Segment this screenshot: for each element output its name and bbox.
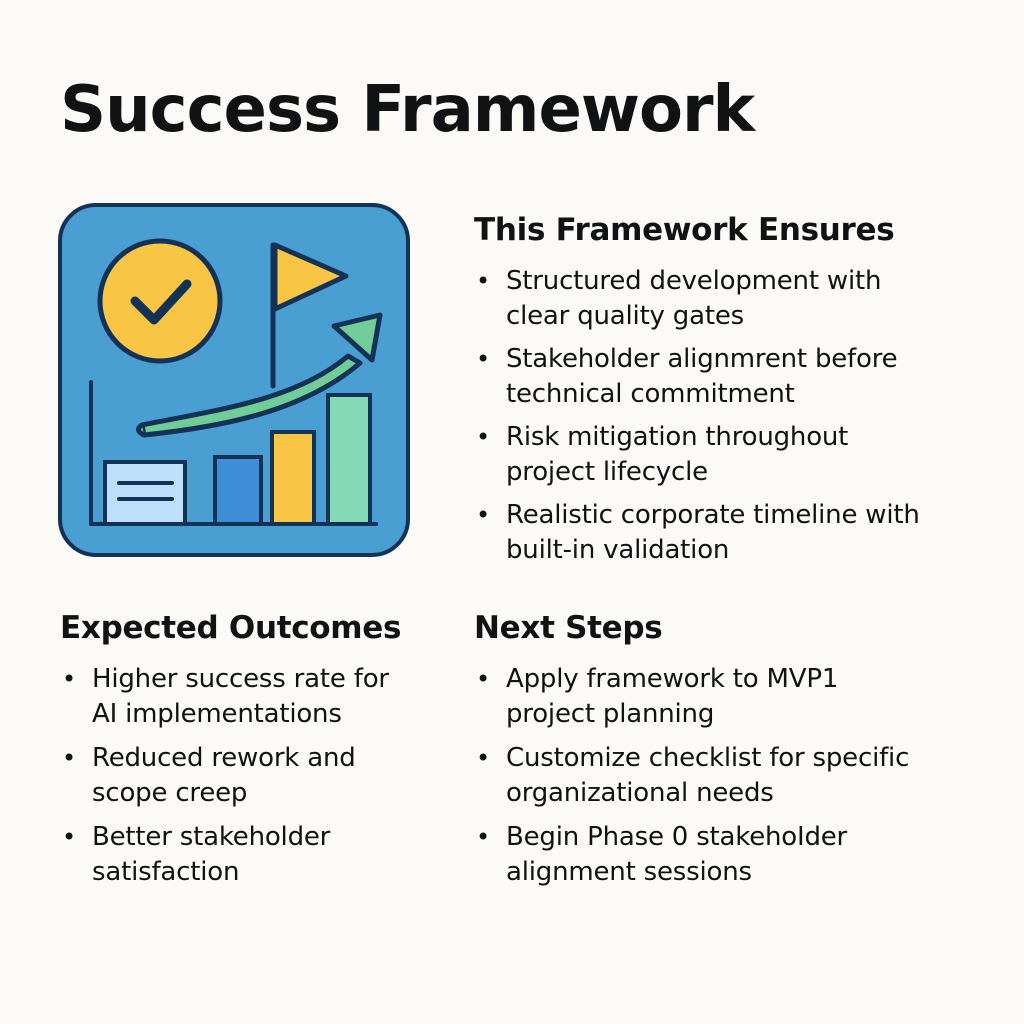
bullet-icon: • xyxy=(476,744,490,772)
bullet-icon: • xyxy=(476,267,490,295)
bullet-icon: • xyxy=(476,423,490,451)
list-item-text-line: project lifecycle xyxy=(506,457,708,487)
check-circle-icon xyxy=(97,238,223,364)
list-item-text-line: Apply framework to MVP1 xyxy=(506,664,839,694)
success-illustration xyxy=(58,203,410,557)
framework-ensures-heading: This Framework Ensures xyxy=(474,212,895,248)
bullet-icon: • xyxy=(476,665,490,693)
bar-chart-icon xyxy=(213,393,372,526)
trend-arrow-icon xyxy=(136,312,383,438)
bullet-icon: • xyxy=(476,501,490,529)
list-item: • Stakeholder alignmrent before technica… xyxy=(474,342,994,412)
list-item-text-line: AI implementations xyxy=(92,699,342,729)
bar-yellow xyxy=(270,430,316,526)
list-item: • Higher success rate for AI implementat… xyxy=(60,662,450,732)
list-item-text-line: Begin Phase 0 stakehoIder xyxy=(506,822,848,852)
expected-outcomes-section: Expected Outcomes • Higher success rate … xyxy=(60,608,450,899)
list-item-text-line: Better stakeholder xyxy=(92,822,331,852)
bullet-icon: • xyxy=(62,744,76,772)
bullet-icon: • xyxy=(476,345,490,373)
list-item-text-line: Customize checklist for specific xyxy=(506,743,910,773)
expected-outcomes-heading: Expected Outcomes xyxy=(60,610,402,646)
framework-ensures-section: This Framework Ensures • Structured deve… xyxy=(474,210,994,576)
list-item-text-line: Structured development with xyxy=(506,266,882,296)
bullet-icon: • xyxy=(62,665,76,693)
next-steps-list: • Apply framework to MVP1 project planni… xyxy=(474,662,994,890)
list-item-text-line: Risk mitigation throughout xyxy=(506,422,849,452)
list-item: • Realistic corporate timeline with buil… xyxy=(474,498,994,568)
list-item-text-line: organizational needs xyxy=(506,778,774,808)
bar-blue xyxy=(213,455,263,526)
next-steps-section: Next Steps • Apply framework to MVP1 pro… xyxy=(474,608,994,899)
list-item: • Apply framework to MVP1 project planni… xyxy=(474,662,994,732)
list-item: • Reduced rework and scope creep xyxy=(60,741,450,811)
document-card-icon xyxy=(103,460,187,526)
list-item-text-line: alignment sessions xyxy=(506,857,752,887)
page-title: Success Framework xyxy=(60,73,755,147)
bullet-icon: • xyxy=(476,823,490,851)
bullet-icon: • xyxy=(62,823,76,851)
bar-green xyxy=(326,393,372,526)
list-item-text-line: scope creep xyxy=(92,778,248,808)
list-item-text-line: Reduced rework and xyxy=(92,743,356,773)
flag-icon xyxy=(270,242,349,389)
list-item: • Risk mitigation throughout project lif… xyxy=(474,420,994,490)
list-item-text-line: built-in validation xyxy=(506,535,730,565)
list-item: • Begin Phase 0 stakehoIder alignment se… xyxy=(474,820,994,890)
list-item: • Customize checklist for specific organ… xyxy=(474,741,994,811)
framework-ensures-list: • Structured development with clear qual… xyxy=(474,264,994,568)
list-item-text-line: Higher success rate for xyxy=(92,664,389,694)
next-steps-heading: Next Steps xyxy=(474,610,663,646)
list-item-text-line: clear quality gates xyxy=(506,301,744,331)
list-item-text-line: Realistic corporate timeline with xyxy=(506,500,920,530)
expected-outcomes-list: • Higher success rate for AI implementat… xyxy=(60,662,450,890)
list-item-text-line: satisfaction xyxy=(92,857,240,887)
list-item-text-line: project planning xyxy=(506,699,715,729)
list-item-text-line: technical commitment xyxy=(506,379,795,409)
list-item: • Better stakeholder satisfaction xyxy=(60,820,450,890)
list-item-text-line: Stakeholder alignmrent before xyxy=(506,344,898,374)
list-item: • Structured development with clear qual… xyxy=(474,264,994,334)
